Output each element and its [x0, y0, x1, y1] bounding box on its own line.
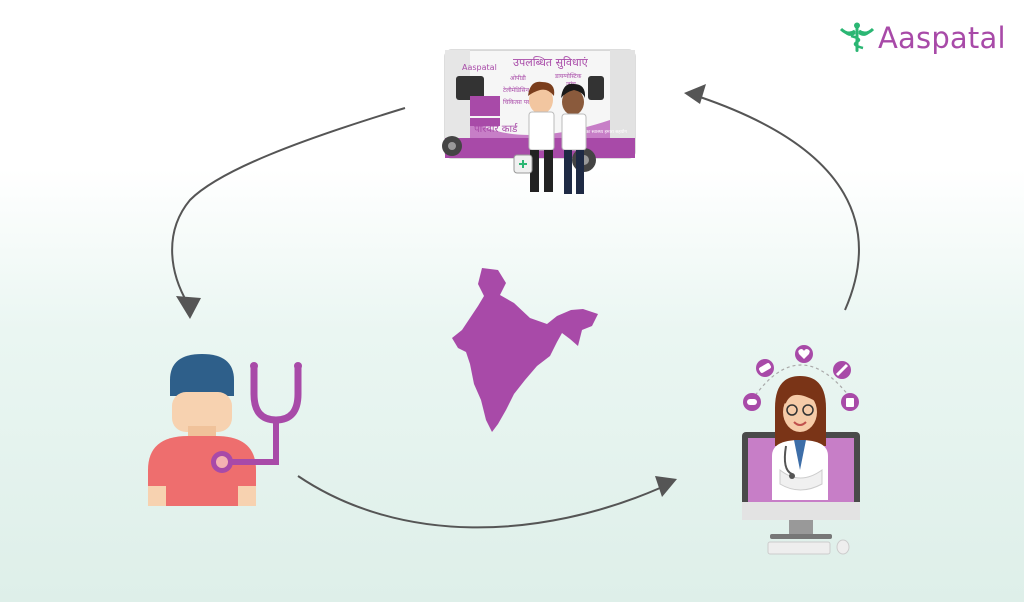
syringe-icon	[833, 361, 851, 379]
van-service-5: चिकित्सा परामर्श	[503, 98, 540, 106]
van-card-label: परिवार कार्ड	[474, 123, 518, 135]
arrow-head-van	[684, 84, 706, 104]
van-heading: उपलब्धित सुविधाएं	[513, 56, 589, 69]
brand-name: Aaspatal	[878, 20, 1006, 55]
van-service-2: डायग्नोस्टिक	[554, 72, 582, 80]
pill-icon	[743, 393, 761, 411]
arrow-head-patient	[176, 296, 201, 319]
van-service-4: टेलीमेडिसिन	[503, 86, 530, 94]
arrow-doctor-to-van	[699, 96, 860, 311]
van-brand-label: Aaspatal	[462, 63, 497, 72]
arrow-head-doctor	[655, 476, 677, 497]
arrow-patient-to-doctor	[297, 475, 661, 529]
flow-arrows	[171, 84, 860, 529]
arrow-van-to-patient	[171, 107, 406, 305]
van-doctor-female	[561, 83, 587, 194]
van-doctor-male	[513, 81, 555, 192]
india-map	[452, 268, 598, 432]
patient-with-stethoscope	[148, 354, 256, 506]
heart-icon	[795, 345, 813, 363]
van-footer-text: सबका स्वास्थ्य हमारा सहयोग	[580, 128, 627, 135]
medicine-bottle-icon	[841, 393, 859, 411]
medical-icons-arc	[743, 345, 859, 411]
van-service-1: ओपीडी	[510, 74, 526, 82]
caduceus-icon	[840, 22, 874, 52]
stethoscope-icon	[211, 362, 302, 473]
mobile-clinic-van: Aaspatal उपलब्धित सुविधाएं ओपीडी डायग्नो…	[442, 49, 636, 194]
telemedicine-doctor	[742, 376, 860, 555]
brand-logo: Aaspatal	[840, 22, 1006, 54]
bandage-icon	[756, 359, 774, 377]
